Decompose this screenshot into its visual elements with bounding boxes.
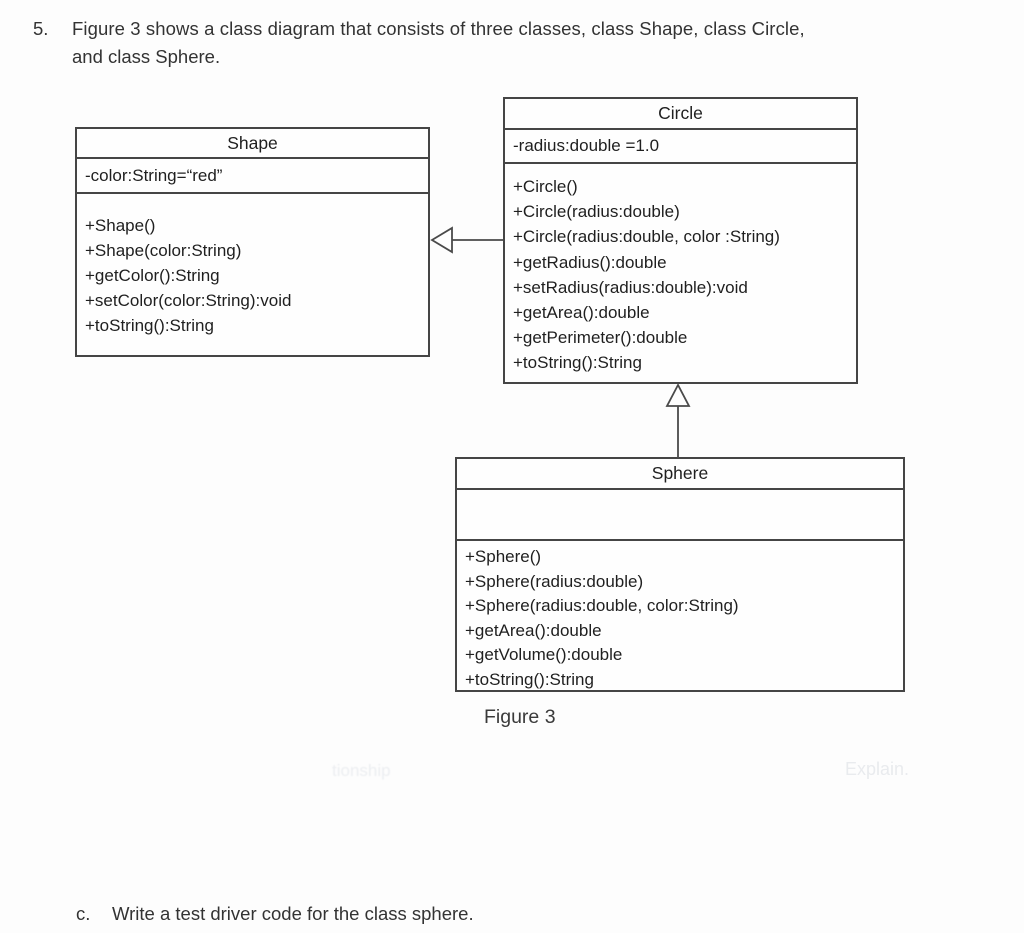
uml-member-line: +setColor(color:String):void bbox=[85, 291, 292, 310]
class-methods-circle: +Circle() +Circle(radius:double) +Circle(r… bbox=[505, 164, 856, 376]
uml-member-line: +getArea():double bbox=[513, 303, 650, 323]
uml-member-line: +Circle(radius:double) bbox=[513, 202, 680, 222]
class-title-circle: Circle bbox=[505, 99, 856, 130]
question-number: 5. bbox=[33, 18, 49, 39]
uml-member-line: +Shape() bbox=[85, 216, 156, 235]
question-text-line1: Figure 3 shows a class diagram that cons… bbox=[72, 18, 805, 39]
uml-class-circle: Circle -radius:double =1.0 +Circle()+Cir… bbox=[503, 97, 858, 384]
uml-member-line: +getVolume():double bbox=[465, 645, 623, 665]
part-c-text: Write a test driver code for the class s… bbox=[112, 903, 474, 924]
uml-member-line: +setRadius(radius:double):void bbox=[513, 277, 748, 297]
uml-member-line: +Sphere(radius:double) bbox=[465, 571, 644, 591]
figure-caption: Figure 3 bbox=[484, 706, 556, 728]
class-attributes-shape: -color:String=“red” bbox=[77, 159, 428, 194]
class-attributes-sphere bbox=[457, 490, 903, 541]
uml-member-line: +toString():String bbox=[85, 316, 214, 335]
uml-member-line: +Shape(color:String) bbox=[85, 241, 242, 260]
erased-text-fragment: tionship bbox=[332, 761, 391, 780]
uml-member-line: +getArea():double bbox=[465, 620, 602, 640]
uml-member-line: +Circle() bbox=[513, 177, 578, 196]
uml-member-line: +Circle(radius:double, color :String) bbox=[513, 227, 780, 247]
question-text-line2: and class Sphere. bbox=[72, 46, 221, 67]
class-methods-shape: +Shape() +Shape(color:String) +getColor():… bbox=[77, 194, 428, 338]
part-c-label: c. bbox=[76, 903, 91, 924]
uml-member-line: +Sphere(radius:double, color:String) bbox=[465, 596, 739, 616]
erased-text-fragment-explain: Explain. bbox=[845, 759, 910, 779]
class-attributes-circle: -radius:double =1.0 bbox=[505, 130, 856, 164]
generalization-arrow-sphere-to-circle-icon bbox=[665, 383, 691, 458]
generalization-arrow-circle-to-shape-icon bbox=[430, 226, 503, 254]
class-title-sphere: Sphere bbox=[457, 459, 903, 490]
uml-member-line: +Sphere() bbox=[465, 547, 542, 566]
uml-member-line: +toString():String bbox=[465, 669, 594, 689]
uml-member-line: +getPerimeter():double bbox=[513, 328, 688, 348]
uml-member-line: +getRadius():double bbox=[513, 252, 667, 272]
uml-class-shape: Shape -color:String=“red” +Shape()+Shape… bbox=[75, 127, 430, 357]
uml-class-sphere: Sphere +Sphere()+Sphere(radius:double)+S… bbox=[455, 457, 905, 692]
class-methods-sphere: +Sphere() +Sphere(radius:double) +Sphere(r… bbox=[457, 541, 903, 693]
class-title-shape: Shape bbox=[77, 129, 428, 159]
uml-member-line: +toString():String bbox=[513, 353, 642, 373]
uml-member-line: +getColor():String bbox=[85, 266, 220, 285]
